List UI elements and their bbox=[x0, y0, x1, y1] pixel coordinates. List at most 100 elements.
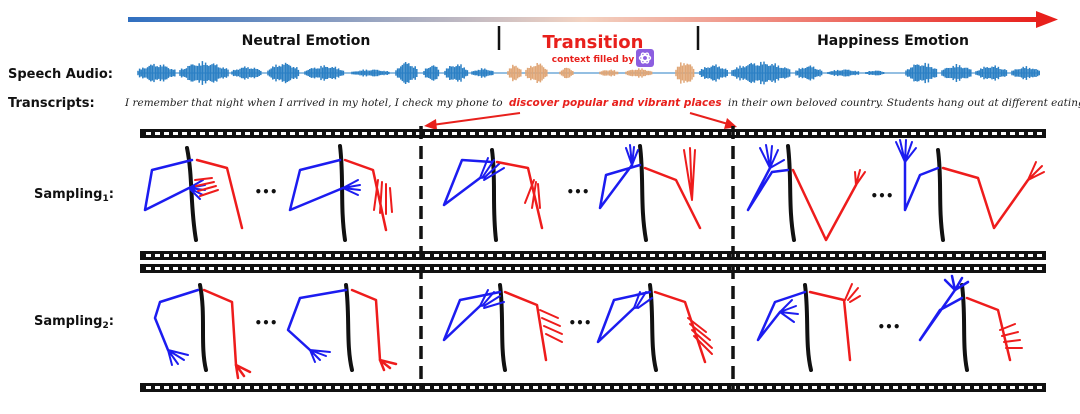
film-hole-3-38 bbox=[488, 386, 493, 389]
film-hole-3-78 bbox=[848, 386, 853, 389]
pose-r1-transition-b bbox=[598, 144, 702, 242]
film-hole-0-23 bbox=[353, 132, 358, 135]
film-hole-3-50 bbox=[596, 386, 601, 389]
film-hole-1-48 bbox=[578, 254, 583, 257]
film-hole-3-44 bbox=[542, 386, 547, 389]
film-hole-1-60 bbox=[686, 254, 691, 257]
film-hole-0-16 bbox=[290, 132, 295, 135]
film-hole-1-78 bbox=[848, 254, 853, 257]
film-hole-0-12 bbox=[254, 132, 259, 135]
film-hole-2-34 bbox=[452, 267, 457, 270]
film-hole-1-10 bbox=[236, 254, 241, 257]
film-hole-1-3 bbox=[173, 254, 178, 257]
film-hole-2-71 bbox=[785, 267, 790, 270]
film-hole-1-74 bbox=[812, 254, 817, 257]
film-hole-1-88 bbox=[938, 254, 943, 257]
film-hole-0-8 bbox=[218, 132, 223, 135]
film-hole-0-17 bbox=[299, 132, 304, 135]
film-hole-2-10 bbox=[236, 267, 241, 270]
film-hole-2-69 bbox=[767, 267, 772, 270]
pose-ellipses: ••• ••• ••• ••• ••• ••• bbox=[254, 185, 900, 334]
film-hole-0-79 bbox=[857, 132, 862, 135]
film-hole-1-37 bbox=[479, 254, 484, 257]
film-hole-0-71 bbox=[785, 132, 790, 135]
film-hole-2-16 bbox=[290, 267, 295, 270]
film-hole-2-29 bbox=[407, 267, 412, 270]
film-hole-3-6 bbox=[200, 386, 205, 389]
film-hole-3-59 bbox=[677, 386, 682, 389]
transcript-highlight: discover popular and vibrant places bbox=[509, 97, 722, 109]
film-hole-3-46 bbox=[560, 386, 565, 389]
film-hole-2-21 bbox=[335, 267, 340, 270]
film-hole-3-1 bbox=[155, 386, 160, 389]
film-hole-3-73 bbox=[803, 386, 808, 389]
film-hole-3-57 bbox=[659, 386, 664, 389]
film-hole-2-23 bbox=[353, 267, 358, 270]
film-hole-3-89 bbox=[947, 386, 952, 389]
film-hole-1-15 bbox=[281, 254, 286, 257]
film-hole-3-37 bbox=[479, 386, 484, 389]
film-hole-3-33 bbox=[443, 386, 448, 389]
film-hole-2-5 bbox=[191, 267, 196, 270]
film-hole-1-81 bbox=[875, 254, 880, 257]
film-hole-2-26 bbox=[380, 267, 385, 270]
film-hole-2-8 bbox=[218, 267, 223, 270]
ellipsis-r2-happiness: ••• bbox=[877, 320, 900, 334]
film-hole-3-77 bbox=[839, 386, 844, 389]
film-hole-3-19 bbox=[317, 386, 322, 389]
film-hole-1-93 bbox=[983, 254, 988, 257]
film-hole-3-90 bbox=[956, 386, 961, 389]
film-hole-0-6 bbox=[200, 132, 205, 135]
film-hole-0-52 bbox=[614, 132, 619, 135]
film-hole-2-63 bbox=[713, 267, 718, 270]
film-hole-2-22 bbox=[344, 267, 349, 270]
film-hole-1-91 bbox=[965, 254, 970, 257]
film-hole-1-90 bbox=[956, 254, 961, 257]
film-hole-2-80 bbox=[866, 267, 871, 270]
film-hole-1-63 bbox=[713, 254, 718, 257]
film-hole-2-35 bbox=[461, 267, 466, 270]
film-hole-1-96 bbox=[1010, 254, 1015, 257]
film-hole-2-2 bbox=[164, 267, 169, 270]
film-hole-3-60 bbox=[686, 386, 691, 389]
film-hole-0-49 bbox=[587, 132, 592, 135]
film-hole-1-57 bbox=[659, 254, 664, 257]
film-hole-3-75 bbox=[821, 386, 826, 389]
film-hole-0-64 bbox=[722, 132, 727, 135]
film-hole-0-26 bbox=[380, 132, 385, 135]
film-hole-1-20 bbox=[326, 254, 331, 257]
film-hole-0-39 bbox=[497, 132, 502, 135]
film-hole-3-15 bbox=[281, 386, 286, 389]
film-hole-2-77 bbox=[839, 267, 844, 270]
film-hole-1-38 bbox=[488, 254, 493, 257]
film-hole-1-35 bbox=[461, 254, 466, 257]
film-hole-3-51 bbox=[605, 386, 610, 389]
film-strips bbox=[140, 129, 1046, 392]
film-hole-3-96 bbox=[1010, 386, 1015, 389]
film-hole-3-41 bbox=[515, 386, 520, 389]
film-hole-1-8 bbox=[218, 254, 223, 257]
film-hole-3-12 bbox=[254, 386, 259, 389]
film-hole-0-43 bbox=[533, 132, 538, 135]
film-hole-0-13 bbox=[263, 132, 268, 135]
film-hole-1-77 bbox=[839, 254, 844, 257]
film-hole-1-59 bbox=[677, 254, 682, 257]
film-hole-2-36 bbox=[470, 267, 475, 270]
film-hole-3-31 bbox=[425, 386, 430, 389]
film-hole-1-9 bbox=[227, 254, 232, 257]
film-hole-0-97 bbox=[1019, 132, 1024, 135]
film-hole-1-86 bbox=[920, 254, 925, 257]
film-hole-1-18 bbox=[308, 254, 313, 257]
film-hole-1-80 bbox=[866, 254, 871, 257]
film-hole-3-35 bbox=[461, 386, 466, 389]
film-hole-3-24 bbox=[362, 386, 367, 389]
film-hole-3-69 bbox=[767, 386, 772, 389]
film-hole-0-62 bbox=[704, 132, 709, 135]
pose-r1-happiness-b bbox=[895, 139, 1045, 242]
film-hole-2-62 bbox=[704, 267, 709, 270]
pose-r2-happiness-b bbox=[918, 274, 1023, 372]
film-hole-2-52 bbox=[614, 267, 619, 270]
film-hole-0-86 bbox=[920, 132, 925, 135]
film-hole-1-83 bbox=[893, 254, 898, 257]
film-hole-0-68 bbox=[758, 132, 763, 135]
